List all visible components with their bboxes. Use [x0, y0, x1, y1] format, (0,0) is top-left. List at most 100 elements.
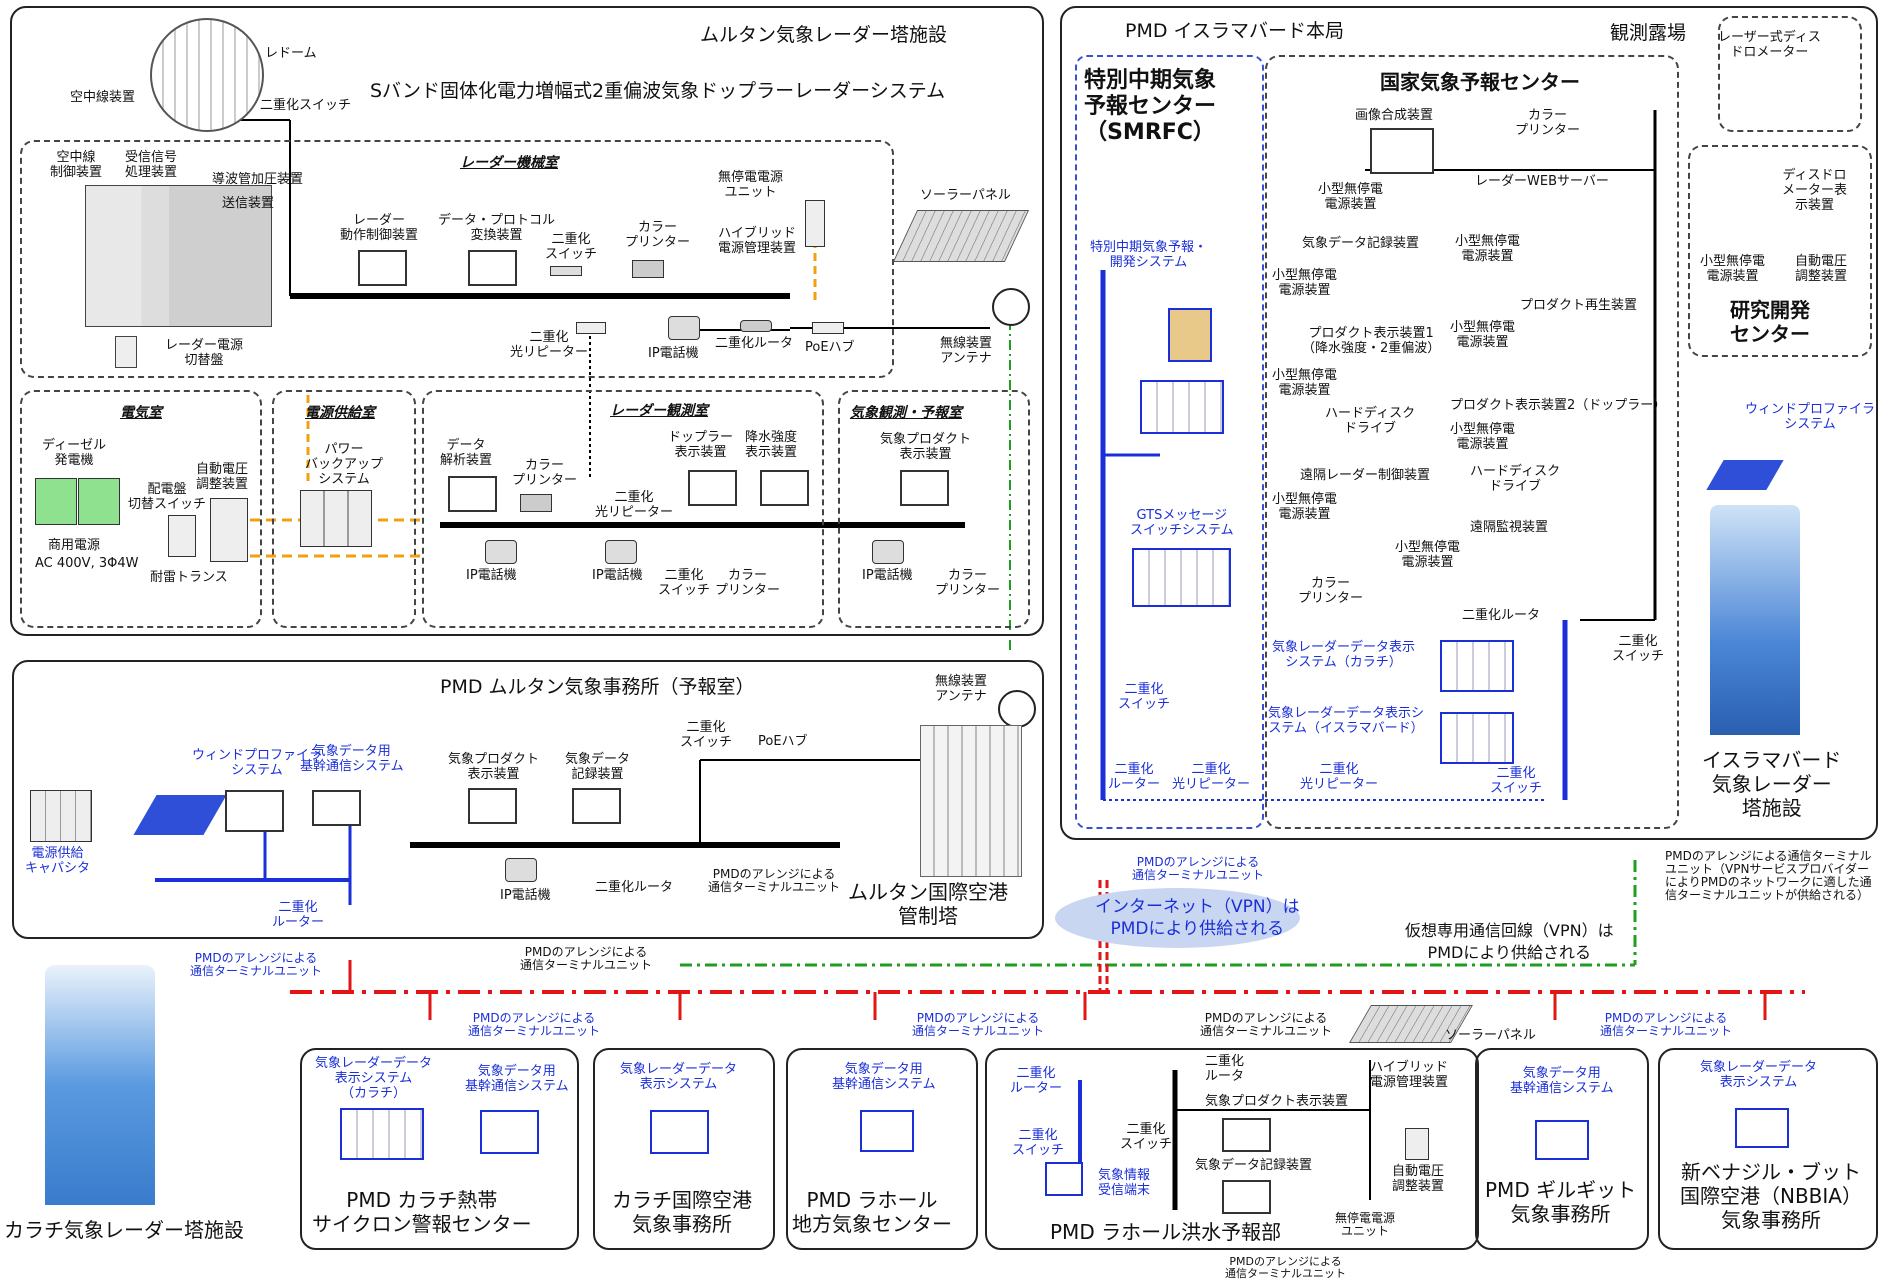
ip-phone-icon — [668, 316, 700, 340]
image-compose-label: 画像合成装置 — [1355, 108, 1433, 123]
power-room-title: 電源供給室 — [305, 406, 375, 421]
fc-ip-phone-label: IP電話機 — [862, 568, 913, 583]
gts-pc-cluster-icon — [1132, 548, 1231, 607]
vpn-label: 仮想専用通信回線（VPN）は PMDにより供給される — [1405, 920, 1614, 964]
hdd-label-1: ハードディスク ドライブ — [1325, 406, 1415, 436]
nwfc-title: 国家気象予報センター — [1380, 70, 1580, 94]
smrfc-pc-cluster-icon — [1140, 380, 1224, 434]
wx-product-pc-icon — [900, 470, 949, 506]
office-terminal-label: PMDのアレンジによる 通信ターミナルユニット — [708, 868, 840, 894]
dual-switch-top-label: 二重化スイッチ — [260, 98, 351, 113]
tcwc-sys2-label: 気象データ用 基幹通信システム — [465, 1064, 569, 1094]
terminal-label-b1: PMDのアレンジによる 通信ターミナルユニット — [468, 1012, 600, 1038]
obs-switch-label: 二重化 スイッチ — [658, 568, 710, 598]
hybrid-power-icon — [805, 200, 825, 247]
rnd-title: 研究開発 センター — [1730, 298, 1810, 346]
lightning-trans-label: 耐雷トランス — [150, 570, 228, 585]
image-compose-pc-icon — [1370, 128, 1434, 174]
radar-ctrl-label: レーダー 動作制御装置 — [340, 213, 418, 243]
ffd-product-pc-icon — [1222, 1118, 1271, 1152]
radar-room-title: レーダー機械室 — [460, 156, 558, 171]
obs-field-label: 観測露場 — [1610, 22, 1686, 44]
karachi-tower-label: カラチ気象レーダー塔施設 — [4, 1218, 244, 1242]
smrfc-box — [1075, 55, 1264, 829]
radar-disp-isb-label: 気象レーダーデータ表示シ ステム（イスラマバード） — [1268, 706, 1424, 736]
solar-panel-label: ソーラーパネル — [920, 188, 1011, 203]
nbbia-pc-icon — [1735, 1108, 1789, 1148]
nwfc-repeater-label: 二重化 光リピーター — [1300, 762, 1378, 792]
karachi-disp-pc-icon — [1440, 640, 1514, 692]
terminal-vpn-label: PMDのアレンジによる通信ターミナル ユニット（VPNサービスプロバイダー によ… — [1665, 850, 1872, 902]
kap-title: カラチ国際空港 気象事務所 — [612, 1188, 752, 1236]
kap-sys-label: 気象レーダーデータ 表示システム — [620, 1062, 737, 1092]
power-backup-label: パワー バックアップ システム — [305, 442, 383, 487]
isb-disp-pc-icon — [1440, 712, 1514, 764]
avr-cabinet-icon — [210, 498, 248, 562]
data-protocol-pc-icon — [468, 250, 517, 286]
lahore-pc-icon — [860, 1110, 914, 1152]
commercial-power-label: 商用電源 — [48, 538, 100, 553]
ffd-terminal-label: 気象情報 受信端末 — [1098, 1168, 1150, 1198]
office-rec-pc-icon — [572, 788, 621, 824]
ffd-switch2-label: 二重化 スイッチ — [1120, 1122, 1172, 1152]
lahore-title: PMD ラホール 地方気象センター — [792, 1188, 952, 1236]
server-cube-icon — [1168, 308, 1212, 362]
terminal-label-b2: PMDのアレンジによる 通信ターミナルユニット — [912, 1012, 1044, 1038]
color-printer-label: カラー プリンター — [625, 220, 690, 250]
poe-hub-label: PoEハブ — [805, 340, 855, 355]
forecast-room-title: 気象観測・予報室 — [850, 406, 962, 421]
antenna-icon — [992, 288, 1030, 326]
nwfc-switch-label: 二重化 スイッチ — [1612, 634, 1664, 664]
obs-ip-phone-label-2: IP電話機 — [592, 568, 643, 583]
laser-label: レーザー式ディス ドロメーター — [1718, 30, 1821, 60]
office-router-label: 二重化 ルーター — [272, 900, 324, 930]
rain-pc-icon — [760, 470, 809, 506]
waveguide-label: 導波管加圧装置 — [212, 172, 303, 187]
switchboard-label: 配電盤 切替スイッチ — [128, 482, 206, 512]
obs-ip-phone-label: IP電話機 — [466, 568, 517, 583]
smrfc-repeater-label: 二重化 光リピーター — [1172, 762, 1250, 792]
terminal-label-multan: PMDのアレンジによる 通信ターミナルユニット — [520, 946, 652, 972]
product-disp2-label: プロダクト表示装置2（ドップラー） — [1450, 398, 1666, 413]
obs-ip-phone-icon-2 — [605, 540, 637, 564]
airport-tower-label: ムルタン国際空港 管制塔 — [848, 880, 1008, 928]
dual-router-label: 二重化ルータ — [715, 336, 793, 351]
small-ups-label-1: 小型無停電 電源装置 — [1318, 182, 1383, 212]
ffd-ups-label: 無停電電源 ユニット — [1335, 1212, 1395, 1238]
smrfc-title: 特別中期気象 予報センター （SMRFC） — [1084, 68, 1216, 146]
obs-printer-icon — [520, 494, 552, 512]
tcwc-comm-pc-icon — [480, 1110, 539, 1154]
data-analysis-label: データ 解析装置 — [440, 438, 492, 468]
kap-pc-icon — [650, 1110, 709, 1154]
isb-wind-profiler-label: ウィンドプロファイラ システム — [1745, 402, 1875, 432]
office-switch-label: 二重化 スイッチ — [680, 720, 732, 750]
small-ups-label-5: 小型無停電 電源装置 — [1272, 368, 1337, 398]
radar-power-switch-label: レーダー電源 切替盤 — [165, 338, 243, 368]
tcwc-title: PMD カラチ熱帯 サイクロン警報センター — [312, 1188, 532, 1236]
remote-radar-label: 遠隔レーダー制御装置 — [1300, 468, 1430, 483]
small-ups-label-4: 小型無停電 電源装置 — [1450, 320, 1515, 350]
comm-pc-icon — [312, 790, 361, 826]
office-antenna-icon — [998, 690, 1036, 728]
small-ups-label-2: 小型無停電 電源装置 — [1455, 234, 1520, 264]
office-poe-label: PoEハブ — [758, 734, 808, 749]
gilgit-pc-icon — [1535, 1120, 1589, 1160]
wx-data-rec-label: 気象データ記録装置 — [1302, 236, 1419, 251]
control-tower-icon — [920, 725, 1022, 877]
obs-ip-phone-icon — [485, 540, 517, 564]
doppler-disp-label: ドップラー 表示装置 — [668, 430, 733, 460]
nwfc-printer2-label: カラー プリンター — [1298, 576, 1363, 606]
ffd-router2-label: 二重化 ルータ — [1205, 1054, 1244, 1084]
office-ip-phone-icon — [505, 858, 537, 882]
radome-icon — [150, 18, 264, 132]
ffd-solar-label: ソーラーパネル — [1445, 1028, 1536, 1043]
ffd-hybrid-label: ハイブリッド 電源管理装置 — [1370, 1060, 1448, 1090]
generator-icon — [35, 478, 77, 525]
optical-repeater-label: 二重化 光リピーター — [510, 330, 588, 360]
wx-product-disp-label: 気象プロダクト 表示装置 — [880, 432, 971, 462]
generator-icon-2 — [78, 478, 120, 525]
obs-printer-label: カラー プリンター — [512, 458, 577, 488]
rx-signal-label: 受信信号 処理装置 — [125, 150, 177, 180]
office-product-disp-label: 気象プロダクト 表示装置 — [448, 752, 539, 782]
transmitter-label: 送信装置 — [222, 196, 274, 211]
